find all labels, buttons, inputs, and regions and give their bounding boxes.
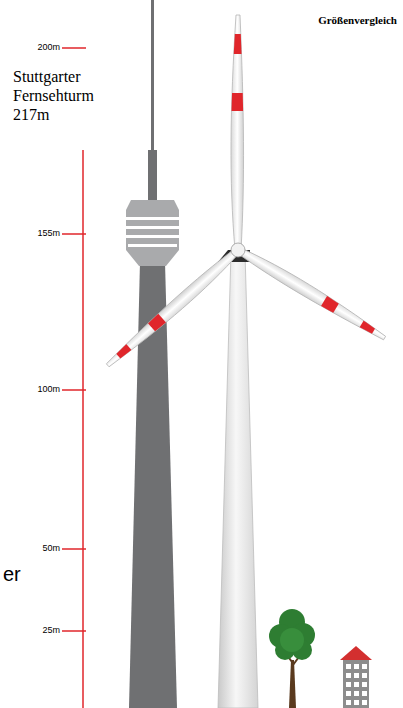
scale-label: 50m — [42, 543, 60, 554]
scale-label: 200m — [37, 42, 60, 53]
fragment-text: er — [3, 563, 21, 587]
house-window — [346, 700, 351, 705]
scale-label: 25m — [42, 625, 60, 636]
tower-label: Stuttgarter Fernsehturm 217m — [13, 68, 109, 125]
house-window — [362, 664, 367, 669]
house-window — [354, 682, 359, 687]
tree — [269, 609, 315, 708]
house — [340, 646, 372, 708]
house-window — [354, 700, 359, 705]
house-window — [362, 673, 367, 678]
house-window — [362, 691, 367, 696]
house-window — [346, 691, 351, 696]
title: Größenvergleich — [318, 14, 397, 26]
house-window — [354, 691, 359, 696]
scale-label: 155m — [37, 228, 60, 239]
tv-tower — [126, 0, 179, 708]
house-window — [346, 664, 351, 669]
house-window — [354, 673, 359, 678]
house-window — [362, 682, 367, 687]
scale-label: 100m — [37, 384, 60, 395]
wind-turbine — [100, 15, 391, 708]
height-scale — [62, 48, 86, 708]
house-window — [346, 682, 351, 687]
house-window — [362, 700, 367, 705]
house-window — [354, 664, 359, 669]
house-window — [346, 673, 351, 678]
